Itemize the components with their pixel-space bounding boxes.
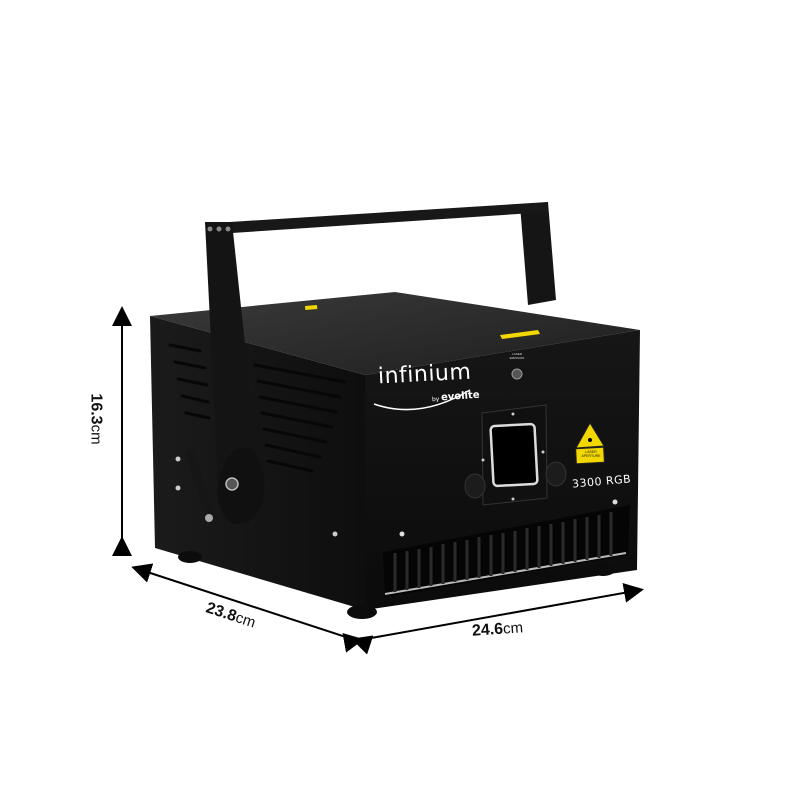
height-dimension-label: 16.3cm — [87, 393, 105, 444]
width-dimension-label: 24.6cm — [471, 619, 523, 641]
tilt-lock-lever — [186, 449, 214, 522]
depth-dimension-arrow — [131, 563, 374, 655]
top-panel — [150, 292, 640, 375]
foot — [178, 551, 202, 563]
side-vents — [168, 343, 347, 473]
brand-by-text: by — [431, 395, 440, 404]
laser-emission-label: LASER EMISSION — [509, 352, 525, 360]
laser-aperture — [481, 404, 548, 506]
width-dimension-arrow — [342, 582, 644, 653]
foot — [347, 605, 377, 619]
foot — [591, 564, 615, 576]
height-unit: cm — [87, 424, 105, 445]
adjustment-knob-right — [545, 461, 567, 487]
handle-arm — [205, 222, 265, 524]
adjustment-knob-left — [464, 473, 486, 499]
height-value: 16.3 — [87, 393, 105, 425]
brand-logo: infinium — [377, 359, 472, 390]
width-value: 24.6 — [471, 620, 504, 640]
carry-handle — [230, 202, 556, 305]
laser-aperture-warning-text: LASER APERTURE — [581, 450, 601, 458]
laser-warning-icon — [575, 422, 605, 465]
width-unit: cm — [502, 619, 524, 638]
key-switch-icon — [511, 368, 523, 380]
